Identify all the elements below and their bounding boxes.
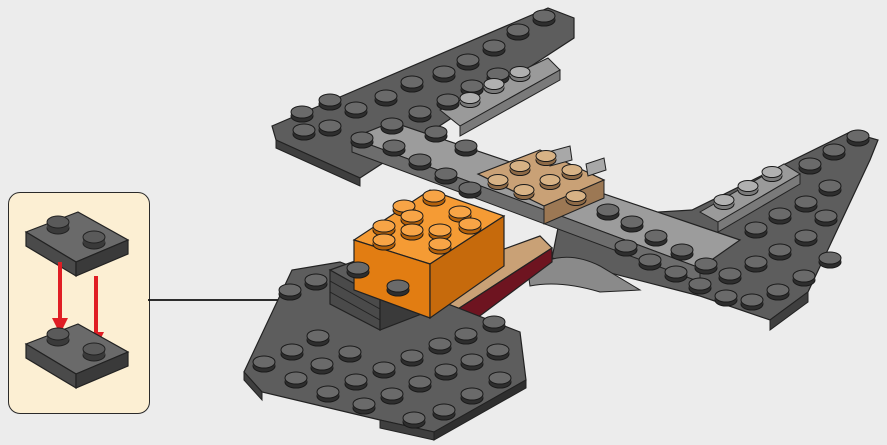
- plate-1x2-icon: [26, 212, 128, 276]
- starfighter-model-icon: [244, 8, 878, 440]
- plate-1x2-icon: [26, 324, 128, 388]
